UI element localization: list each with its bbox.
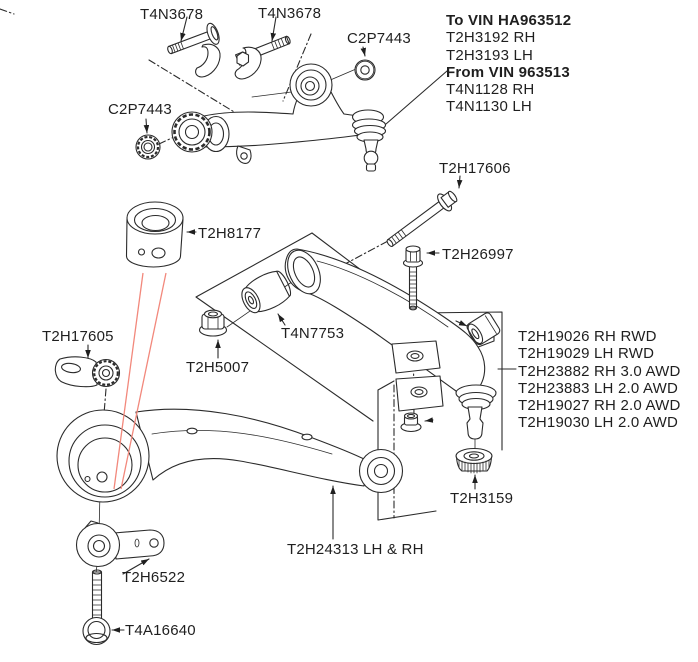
variant-line: T4N1128 RH — [446, 81, 535, 99]
clamp-bracket-drawing — [75, 520, 165, 568]
upper-ball-joint — [351, 109, 387, 172]
callout-rear-arm-bushing-nut: T2H5007 — [186, 359, 250, 376]
variant-line: To VIN HA963512 — [446, 12, 572, 29]
tab-nut-drawing — [400, 412, 422, 433]
rear-arm-pivot-bolt-drawing — [386, 190, 458, 247]
callout-rear-arm-bushing: T4N7753 — [281, 325, 345, 342]
link-arm-drawing — [54, 356, 121, 388]
callout-vertical-bolt: T2H26997 — [442, 246, 514, 263]
upper-arm-variant-list: To VIN HA963512 T2H3192 RH T2H3193 LH Fr… — [446, 12, 571, 116]
rear-lower-arm-drawing — [284, 248, 501, 474]
upper-arm-bolt-rear-drawing — [234, 35, 291, 80]
upper-arm-nut-drawing — [135, 134, 161, 160]
callout-lower-arm-bolt: T4A16640 — [125, 622, 196, 639]
variant-line: T2H23883 LH 2.0 AWD — [518, 379, 678, 397]
variant-line: T2H3192 RH — [446, 29, 536, 47]
callout-upper-arm-bolt-rear: T4N3678 — [258, 5, 322, 22]
rear-arm-variant-list: T2H19026 RH RWD T2H19029 LH RWD T2H23882… — [518, 328, 680, 432]
variant-line: T2H3193 LH — [446, 46, 534, 64]
upper-arm-rear-bushing — [289, 63, 333, 107]
callout-upper-arm-bolt-front: T4N3678 — [140, 6, 204, 23]
flower-washer — [171, 111, 213, 153]
highlight-lines — [113, 272, 167, 490]
variant-line: T2H23882 RH 3.0 AWD — [518, 362, 681, 380]
callout-upper-arm-nut: C2P7443 — [108, 101, 172, 118]
front-lower-arm-drawing — [56, 408, 404, 503]
callout-ball-joint-nut: T2H3159 — [450, 490, 514, 507]
rear-arm-nut-drawing — [198, 309, 228, 337]
upper-arm-bolt-front-drawing — [167, 22, 221, 78]
rear-arm-bushing-drawing — [241, 270, 292, 314]
rear-arm-front-eye — [287, 249, 321, 295]
lower-arm-bolt-drawing — [82, 569, 111, 646]
variant-line: T2H19026 RH RWD — [518, 328, 657, 345]
variant-line: T2H19027 RH 2.0 AWD — [518, 397, 681, 415]
lower-arm-front-bushing — [56, 409, 150, 503]
lower-ball-joint — [455, 384, 497, 440]
variant-line: T2H19030 LH 2.0 AWD — [518, 414, 678, 432]
callout-rear-arm-pivot-bolt: T2H17606 — [439, 160, 511, 177]
callout-front-lower-arm: T2H24313 LH & RH — [287, 541, 424, 558]
upper-control-arm-drawing — [135, 59, 387, 172]
ball-joint-washer-drawing — [354, 59, 376, 81]
leader-lines — [85, 16, 517, 633]
callout-link-arm: T2H17605 — [42, 328, 114, 345]
variant-line: T2H19029 LH RWD — [518, 345, 655, 363]
variant-line: T4N1130 LH — [446, 98, 532, 116]
toothed-nut-drawing — [455, 447, 493, 474]
rear-arm-rear-bushing — [466, 312, 501, 346]
lower-arm-rear-bushing — [358, 448, 404, 494]
callout-clamp-bracket: T2H6522 — [122, 569, 186, 586]
variant-line: From VIN 963513 — [446, 63, 570, 81]
callout-lower-arm-bushing: T2H8177 — [198, 225, 262, 242]
vertical-bolt-drawing — [402, 245, 424, 311]
callout-ball-joint-washer: C2P7443 — [347, 30, 411, 47]
lower-arm-bushing-drawing — [125, 201, 184, 268]
